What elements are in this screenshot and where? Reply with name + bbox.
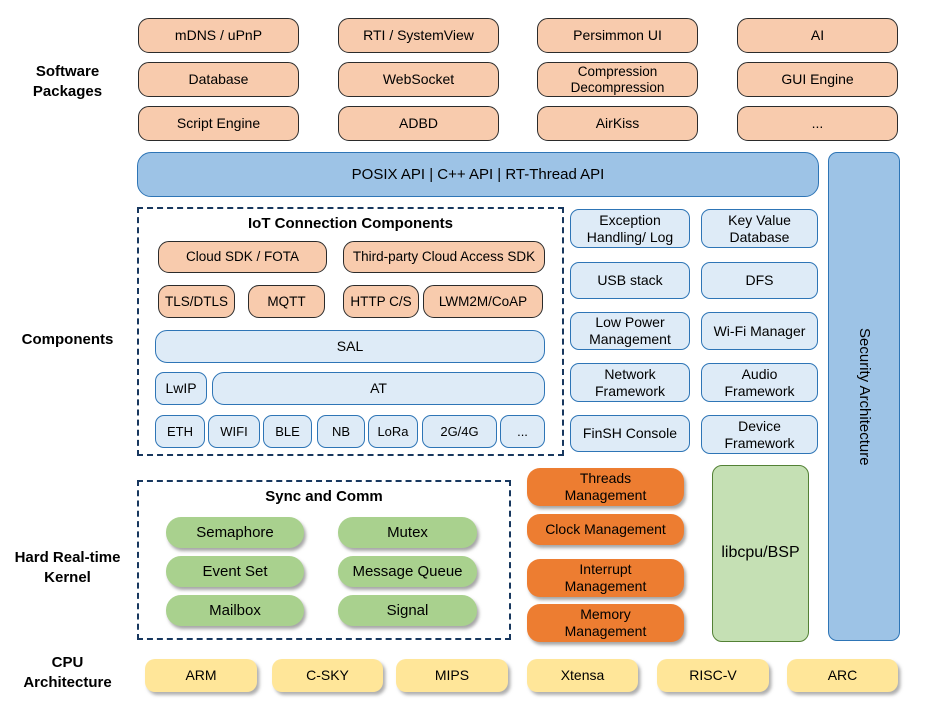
cpu-arc: ARC	[787, 659, 898, 692]
component-low-power-management: Low Power Management	[570, 312, 690, 350]
cpu-mips: MIPS	[396, 659, 508, 692]
iot-connection-components-box	[137, 207, 564, 456]
component-key-value-database: Key Value Database	[701, 209, 818, 248]
iot-link-more: ...	[500, 415, 545, 448]
package-ai: AI	[737, 18, 898, 53]
kernel-message-queue: Message Queue	[338, 556, 477, 587]
sync-and-comm-box	[137, 480, 511, 640]
package-airkiss: AirKiss	[537, 106, 698, 141]
component-audio-framework: Audio Framework	[701, 363, 818, 402]
iot-at: AT	[212, 372, 545, 405]
package-mdns-upnp: mDNS / uPnP	[138, 18, 299, 53]
kernel-clock-management: Clock Management	[527, 514, 684, 545]
label-hard-real-time-kernel: Hard Real-time Kernel	[14, 548, 121, 586]
kernel-mailbox: Mailbox	[166, 595, 304, 626]
iot-lwip: LwIP	[155, 372, 207, 405]
iot-mqtt: MQTT	[248, 285, 325, 318]
iot-http-cs: HTTP C/S	[343, 285, 419, 318]
package-websocket: WebSocket	[338, 62, 499, 97]
cpu-arm: ARM	[145, 659, 257, 692]
iot-cloud-sdk-fota: Cloud SDK / FOTA	[158, 241, 327, 273]
package-gui-engine: GUI Engine	[737, 62, 898, 97]
component-wifi-manager: Wi-Fi Manager	[701, 312, 818, 350]
package-compression-decompression: Compression Decompression	[537, 62, 698, 97]
libcpu-bsp-box: libcpu/BSP	[712, 465, 809, 642]
component-exception-handling-log: Exception Handling/ Log	[570, 209, 690, 248]
kernel-signal: Signal	[338, 595, 477, 626]
package-script-engine: Script Engine	[138, 106, 299, 141]
kernel-memory-management: Memory Management	[527, 604, 684, 642]
package-database: Database	[138, 62, 299, 97]
component-finsh-console: FinSH Console	[570, 415, 690, 452]
iot-link-eth: ETH	[155, 415, 205, 448]
package-persimmon-ui: Persimmon UI	[537, 18, 698, 53]
label-software-packages: Software Packages	[32, 62, 103, 100]
security-architecture-bar: Security Architecture	[828, 152, 900, 641]
component-network-framework: Network Framework	[570, 363, 690, 402]
iot-third-party-cloud-sdk: Third-party Cloud Access SDK	[343, 241, 545, 273]
label-components: Components	[21, 330, 114, 348]
package-adbd: ADBD	[338, 106, 499, 141]
kernel-semaphore: Semaphore	[166, 517, 304, 548]
iot-sal: SAL	[155, 330, 545, 363]
kernel-event-set: Event Set	[166, 556, 304, 587]
iot-link-2g4g: 2G/4G	[422, 415, 497, 448]
iot-link-nb: NB	[317, 415, 365, 448]
iot-connection-components-title: IoT Connection Components	[248, 215, 453, 233]
cpu-c-sky: C-SKY	[272, 659, 383, 692]
kernel-threads-management: Threads Management	[527, 468, 684, 506]
iot-tls-dtls: TLS/DTLS	[158, 285, 235, 318]
iot-link-ble: BLE	[263, 415, 312, 448]
component-dfs: DFS	[701, 262, 818, 299]
cpu-xtensa: Xtensa	[527, 659, 638, 692]
package-rti-systemview: RTI / SystemView	[338, 18, 499, 53]
kernel-interrupt-management: Interrupt Management	[527, 559, 684, 597]
label-cpu-architecture: CPU Architecture	[23, 653, 112, 691]
iot-lwm2m-coap: LWM2M/CoAP	[423, 285, 543, 318]
api-layer-bar: POSIX API | C++ API | RT-Thread API	[137, 152, 819, 197]
sync-and-comm-title: Sync and Comm	[265, 488, 383, 506]
iot-link-lora: LoRa	[368, 415, 418, 448]
package-more: ...	[737, 106, 898, 141]
cpu-risc-v: RISC-V	[657, 659, 769, 692]
kernel-mutex: Mutex	[338, 517, 477, 548]
component-usb-stack: USB stack	[570, 262, 690, 299]
iot-link-wifi: WIFI	[208, 415, 260, 448]
component-device-framework: Device Framework	[701, 415, 818, 454]
